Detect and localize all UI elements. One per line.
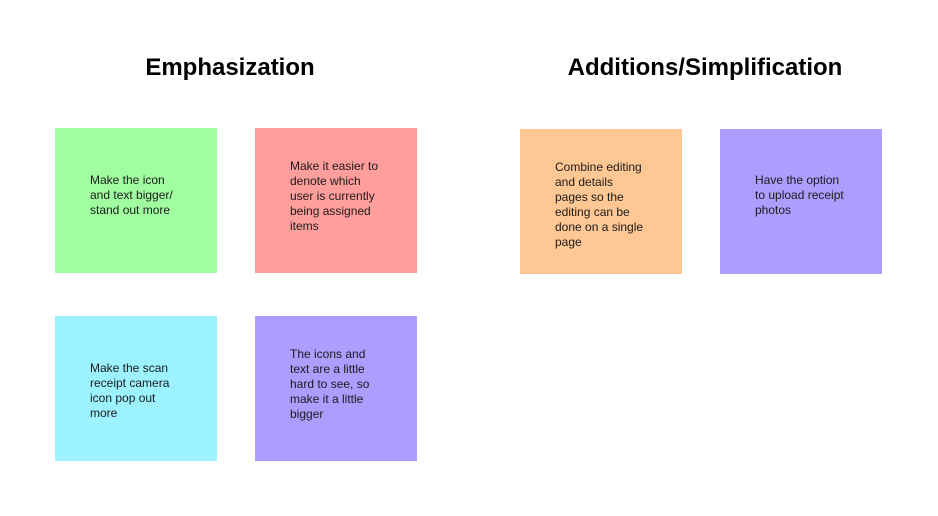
sticky-note[interactable]: The icons and text are a little hard to … [255, 316, 417, 461]
sticky-note-text: Make the scan receipt camera icon pop ou… [90, 361, 170, 420]
sticky-note[interactable]: Make it easier to denote which user is c… [255, 128, 417, 273]
section-heading-emphasization: Emphasization [145, 54, 315, 81]
sticky-note[interactable]: Make the scan receipt camera icon pop ou… [55, 316, 217, 461]
sticky-note[interactable]: Make the icon and text bigger/ stand out… [55, 128, 217, 273]
sticky-note[interactable]: Combine editing and details pages so the… [520, 129, 682, 274]
sticky-note-text: Combine editing and details pages so the… [555, 160, 644, 249]
sticky-note[interactable]: Have the option to upload receipt photos [720, 129, 882, 274]
sticky-note-text: Have the option to upload receipt photos [755, 173, 844, 217]
sticky-note-text: Make the icon and text bigger/ stand out… [90, 173, 173, 217]
sticky-note-text: Make it easier to denote which user is c… [290, 159, 379, 233]
section-heading-additions-simplification: Additions/Simplification [567, 54, 843, 81]
sticky-note-text: The icons and text are a little hard to … [290, 347, 370, 421]
